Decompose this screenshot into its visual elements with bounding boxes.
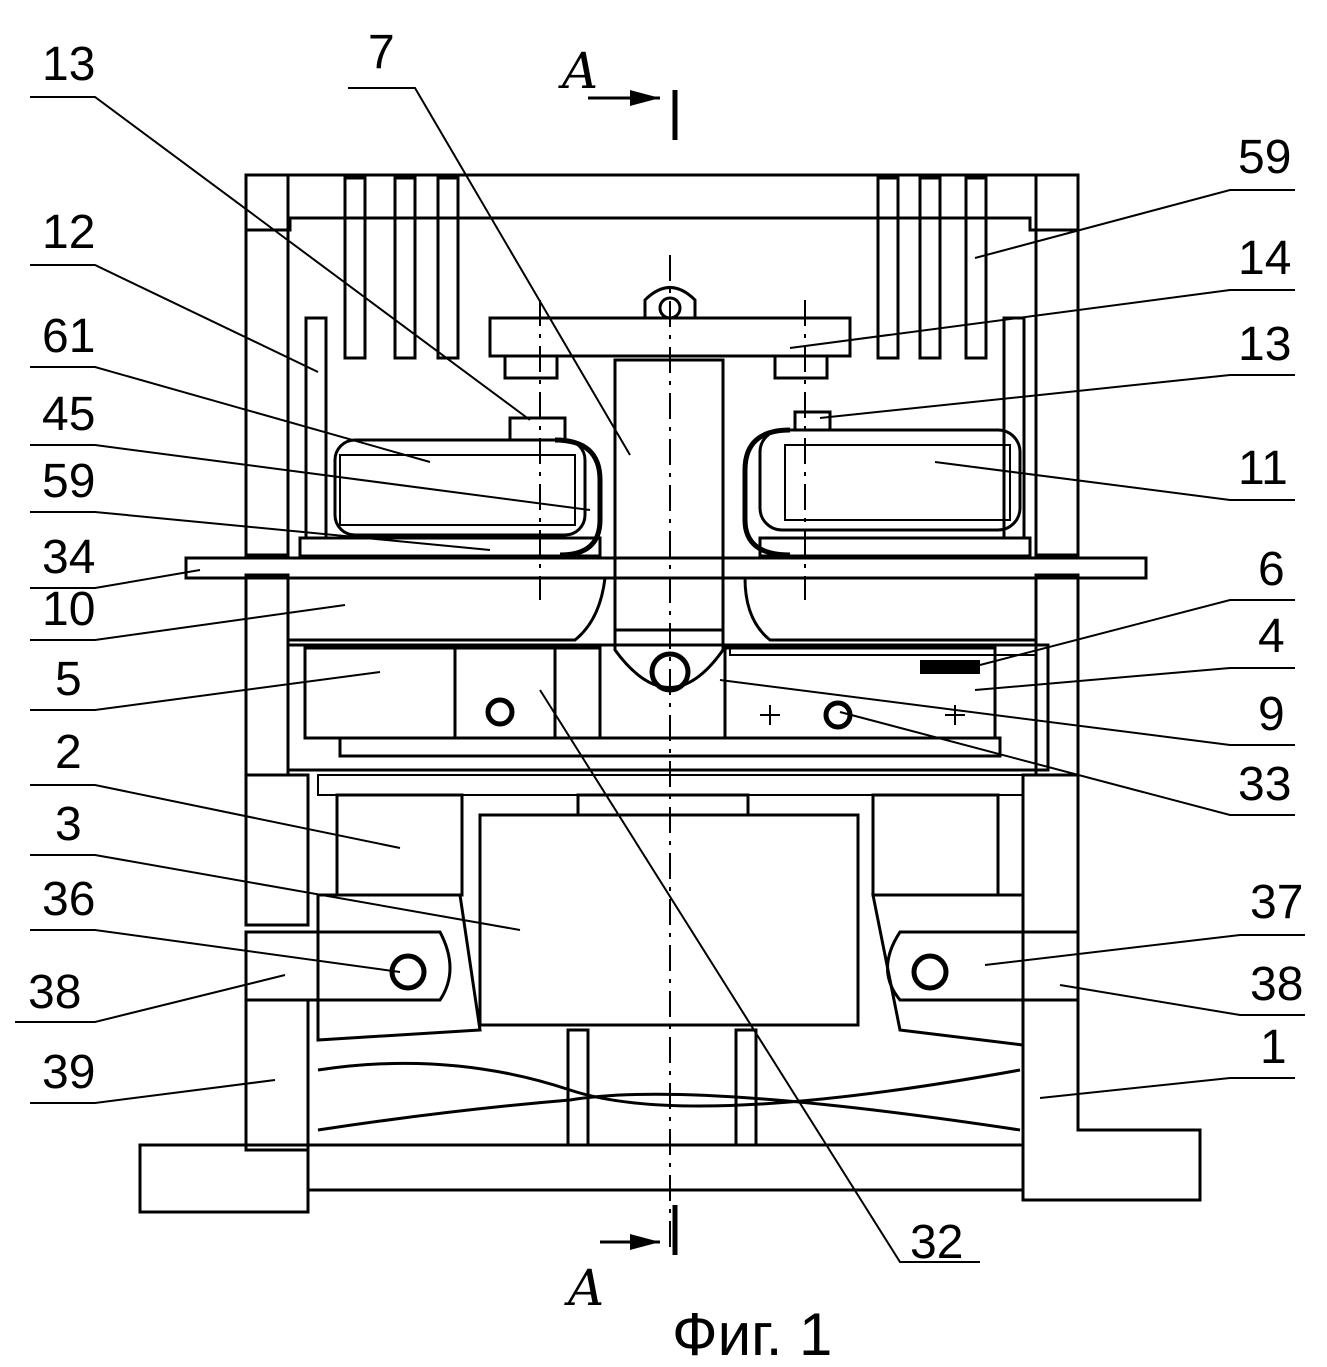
part-labels-right: 59 14 13 11 6 4 9 33 37 38 1 bbox=[1238, 131, 1303, 1074]
arc-chute-left bbox=[345, 178, 458, 358]
part-label-12: 12 bbox=[42, 206, 95, 259]
part-label-3: 3 bbox=[55, 798, 82, 851]
part-label-14: 14 bbox=[1238, 232, 1291, 285]
part-label-1: 1 bbox=[1260, 1021, 1287, 1074]
part-label-32: 32 bbox=[910, 1216, 963, 1269]
part-label-39: 39 bbox=[42, 1046, 95, 1099]
part-label-38: 38 bbox=[28, 966, 81, 1019]
part-label-13: 13 bbox=[42, 38, 95, 91]
part-label-33: 33 bbox=[1238, 758, 1291, 811]
part-label-59: 59 bbox=[42, 455, 95, 508]
part-label-5: 5 bbox=[55, 653, 82, 706]
part-labels-top: 7 bbox=[368, 26, 395, 79]
pivot-levers bbox=[246, 932, 1078, 1000]
part-label-7: 7 bbox=[368, 26, 395, 79]
part-label-61: 61 bbox=[42, 310, 95, 363]
base-frame bbox=[308, 1145, 1023, 1190]
part-label-37: 37 bbox=[1250, 876, 1303, 929]
part-labels-bottom: 32 bbox=[910, 1216, 963, 1269]
part-label-9: 9 bbox=[1258, 688, 1285, 741]
section-letter-bottom: A bbox=[564, 1259, 604, 1317]
part-label-11: 11 bbox=[1238, 442, 1288, 495]
part-label-10: 10 bbox=[42, 583, 95, 636]
part-label-6: 6 bbox=[1258, 543, 1285, 596]
part-label-4: 4 bbox=[1258, 610, 1285, 663]
part-label-13-right: 13 bbox=[1238, 318, 1291, 371]
figure-caption: Фиг. 1 bbox=[672, 1301, 832, 1367]
section-marker-bottom: A bbox=[564, 1205, 675, 1317]
part-label-45: 45 bbox=[42, 388, 95, 441]
base-plate bbox=[186, 558, 1146, 578]
leader-lines bbox=[15, 88, 1305, 1262]
part-label-36: 36 bbox=[42, 873, 95, 926]
part-label-34: 34 bbox=[42, 531, 95, 584]
part-label-59-right: 59 bbox=[1238, 131, 1291, 184]
section-marker-top: A bbox=[558, 42, 675, 140]
part-labels-left: 13 12 61 45 59 34 10 5 2 3 36 38 39 bbox=[28, 38, 95, 1099]
part-label-38-right: 38 bbox=[1250, 958, 1303, 1011]
coil-right bbox=[745, 412, 1030, 556]
arc-chute-right bbox=[878, 178, 986, 358]
part-label-2: 2 bbox=[55, 726, 82, 779]
section-letter-top: A bbox=[558, 42, 598, 100]
